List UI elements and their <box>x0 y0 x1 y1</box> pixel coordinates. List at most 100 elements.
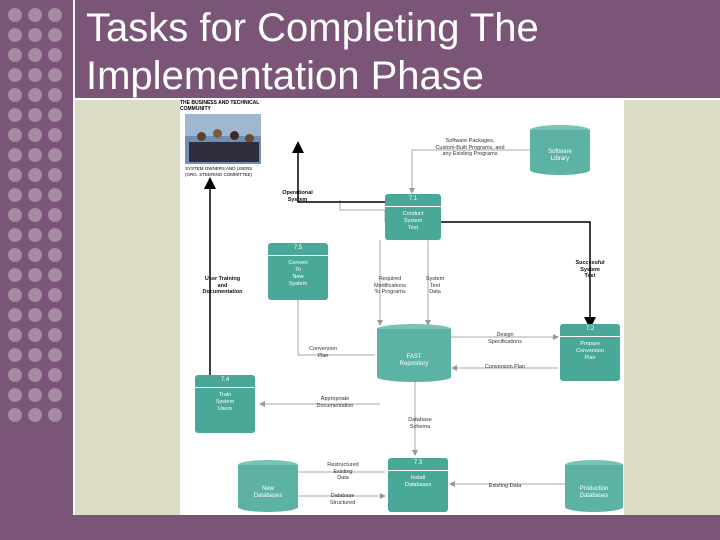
store-software-library: Software Library <box>530 125 590 175</box>
flow-operational-system: Operational System <box>282 190 313 203</box>
flow-database-schema: Database Schema <box>408 417 432 430</box>
decorative-dot <box>8 168 22 182</box>
store-fast-repository: FAST Repository <box>377 324 451 382</box>
decorative-dot <box>28 48 42 62</box>
flow-design-specifications: Design Specifications <box>488 332 522 345</box>
flow-successful-system-test: Successful System Test <box>575 260 605 279</box>
vertical-divider <box>73 0 75 540</box>
store-label: Software Library <box>548 149 572 162</box>
decorative-dot <box>48 108 62 122</box>
process-label: Prepare Conversion Plan <box>576 341 604 361</box>
decorative-dot <box>48 8 62 22</box>
process-7-2: 7.2 Prepare Conversion Plan <box>560 324 620 381</box>
decorative-dot <box>8 128 22 142</box>
flow-existing-data: Existing Data <box>488 483 522 489</box>
decorative-dot <box>28 188 42 202</box>
decorative-dot <box>28 208 42 222</box>
flow-conversion-plan-right: Conversion Plan <box>484 364 526 370</box>
flow-restructured-existing-data: Restructured Existing Data <box>327 462 359 481</box>
decorative-dot <box>28 328 42 342</box>
process-number: 7.1 <box>385 194 441 207</box>
store-label: Production Databases <box>579 486 609 499</box>
decorative-dot <box>48 128 62 142</box>
decorative-dot <box>28 388 42 402</box>
horizontal-divider <box>75 98 720 100</box>
process-label: Train System Users <box>215 392 235 412</box>
process-7-1: 7.1 Conduct System Test <box>385 194 441 240</box>
decorative-dot <box>8 268 22 282</box>
flow-user-training: User Training and Documentation <box>202 276 243 295</box>
decorative-dot <box>48 48 62 62</box>
store-label: New Databases <box>253 486 283 499</box>
decorative-dot <box>8 248 22 262</box>
title-line-2: Implementation Phase <box>86 54 485 98</box>
decorative-dot <box>8 88 22 102</box>
decorative-dot <box>8 388 22 402</box>
decorative-dot <box>8 68 22 82</box>
slide-title: Tasks for Completing The Implementation … <box>86 4 706 100</box>
process-7-3: 7.3 Install Databases <box>388 458 448 512</box>
decorative-dot <box>28 288 42 302</box>
bottom-band <box>0 515 720 540</box>
decorative-dot <box>8 408 22 422</box>
decorative-dot <box>8 148 22 162</box>
flow-conversion-plan-left: Conversion Plan <box>309 346 337 359</box>
process-7-5: 7.5 Convert To New System <box>268 243 328 300</box>
implementation-diagram: THE BUSINESS AND TECHNICAL COMMUNITY SYS… <box>180 100 624 515</box>
decorative-dot <box>28 228 42 242</box>
decorative-dot <box>28 148 42 162</box>
decorative-dot <box>28 368 42 382</box>
store-label: FAST Repository <box>399 354 429 367</box>
decorative-dot <box>48 28 62 42</box>
decorative-dot <box>48 368 62 382</box>
decorative-dot <box>28 408 42 422</box>
decorative-dot <box>48 248 62 262</box>
decorative-dot <box>8 288 22 302</box>
decorative-dot <box>48 228 62 242</box>
decorative-dot <box>48 68 62 82</box>
decorative-dot <box>48 328 62 342</box>
decorative-dot <box>8 368 22 382</box>
decorative-dot <box>28 248 42 262</box>
flow-system-test-data: System Test Data <box>425 276 445 295</box>
flow-appropriate-documentation: Appropriate Documentation <box>316 396 354 409</box>
process-number: 7.4 <box>195 375 255 388</box>
decorative-dot <box>48 88 62 102</box>
process-number: 7.5 <box>268 243 328 256</box>
decorative-dot <box>28 88 42 102</box>
decorative-dot <box>28 108 42 122</box>
decorative-dot <box>28 348 42 362</box>
decorative-dot <box>28 308 42 322</box>
decorative-dot <box>48 308 62 322</box>
decorative-dot <box>28 268 42 282</box>
decorative-dot <box>8 28 22 42</box>
decorative-dot <box>48 348 62 362</box>
decorative-dot <box>28 168 42 182</box>
decorative-dot <box>8 328 22 342</box>
decorative-dot <box>48 208 62 222</box>
store-production-databases: Production Databases <box>565 460 623 512</box>
decorative-dot <box>8 208 22 222</box>
owners-label: SYSTEM OWNERS AND USERS (ORG. STEERING C… <box>185 166 253 177</box>
decorative-dot <box>8 348 22 362</box>
decorative-dot <box>8 308 22 322</box>
flow-required-modifications: Required Modifications To Programs <box>373 276 407 295</box>
decorative-dot <box>8 48 22 62</box>
connector-lines <box>204 141 596 499</box>
process-label: Convert To New System <box>288 260 308 287</box>
process-label: Conduct System Test <box>402 211 424 231</box>
decorative-dot <box>48 268 62 282</box>
decorative-dot <box>8 108 22 122</box>
decorative-dot <box>48 168 62 182</box>
process-7-4: 7.4 Train System Users <box>195 375 255 433</box>
community-label: THE BUSINESS AND TECHNICAL COMMUNITY <box>180 100 260 112</box>
decorative-dot <box>48 388 62 402</box>
flow-software-packages: Software Packages, Custom-Built Programs… <box>435 138 505 157</box>
process-number: 7.3 <box>388 458 448 471</box>
flow-database-structured: Database Structured <box>329 493 356 506</box>
decorative-dot <box>48 148 62 162</box>
decorative-dot <box>8 188 22 202</box>
decorative-dot <box>8 228 22 242</box>
community-photo <box>185 114 261 164</box>
decorative-dot <box>48 288 62 302</box>
